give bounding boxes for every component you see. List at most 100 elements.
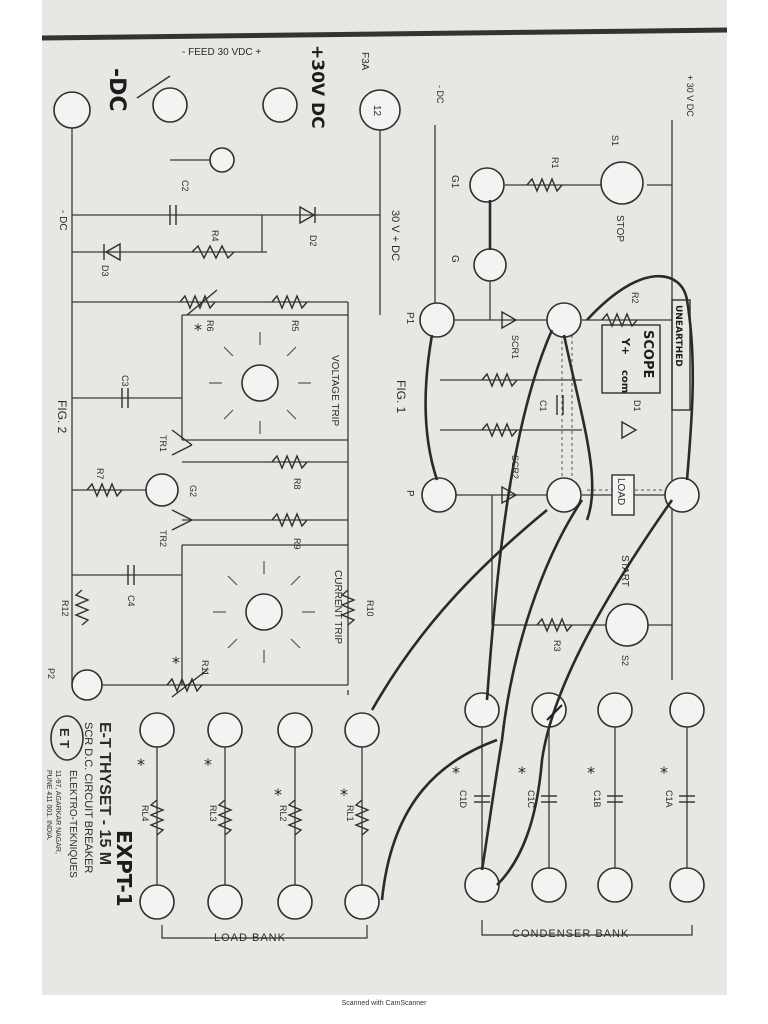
current-trip-knob[interactable] bbox=[213, 561, 315, 663]
company-address-2: PUNE 411 001. INDIA. bbox=[45, 770, 52, 841]
svg-text:*: * bbox=[340, 785, 348, 804]
condenser-terminal-c1a-top[interactable] bbox=[669, 692, 705, 728]
g1-label: G1 bbox=[449, 175, 460, 189]
terminal-scr2-anode[interactable] bbox=[546, 477, 582, 513]
diode-d1 bbox=[621, 420, 638, 440]
c1b-label: C1B bbox=[592, 790, 602, 808]
pot-r6 bbox=[179, 289, 218, 316]
terminal-neg-dc[interactable] bbox=[53, 91, 91, 129]
scr1-label: SCR1 bbox=[510, 335, 520, 359]
load-terminal-rl2-top[interactable] bbox=[277, 712, 313, 748]
neg-dc-hand-label: -DC bbox=[104, 68, 129, 112]
terminal-p[interactable] bbox=[421, 477, 457, 513]
c1d-label: C1D bbox=[458, 790, 468, 809]
stop-button[interactable] bbox=[600, 161, 644, 205]
start-button[interactable] bbox=[605, 603, 649, 647]
fig1-dashed-links bbox=[561, 335, 667, 491]
svg-text:*: * bbox=[194, 320, 202, 339]
c3-label: C3 bbox=[120, 375, 130, 387]
feed-label: - FEED 30 VDC + bbox=[182, 47, 261, 58]
load-terminal-rl4-top[interactable] bbox=[139, 712, 175, 748]
load-label: LOAD bbox=[615, 478, 626, 505]
company-name: ELEKTRO-TEKNIQUES bbox=[67, 770, 78, 878]
c2-label: C2 bbox=[180, 180, 190, 192]
scope-box bbox=[601, 324, 661, 394]
c1c-label: C1C bbox=[526, 790, 536, 809]
load-terminal-rl3-bottom[interactable] bbox=[207, 884, 243, 920]
condenser-bank-wiring bbox=[481, 725, 688, 870]
schematic-sheet: ** ** ** ** ** - FEED 30 VDC + -DC +30V … bbox=[42, 0, 727, 995]
scan-footer: Scanned with CamScanner bbox=[341, 1000, 427, 1007]
asterisk-markers: ** ** ** ** ** bbox=[137, 320, 668, 804]
terminal-g1[interactable] bbox=[469, 167, 505, 203]
load-terminal-rl4-bottom[interactable] bbox=[139, 884, 175, 920]
load-terminal-rl1-top[interactable] bbox=[344, 712, 380, 748]
svg-text:*: * bbox=[204, 755, 212, 774]
title-block: E T E-T THYSET - 15 M SCR D.C. CIRCUIT B… bbox=[45, 715, 136, 907]
p-label: P bbox=[404, 490, 415, 497]
svg-text:*: * bbox=[452, 763, 460, 782]
unearthed-label: UNEARTHED bbox=[673, 305, 683, 367]
terminal-g[interactable] bbox=[473, 248, 507, 282]
resistor-r5 bbox=[271, 294, 308, 310]
r1-label: R1 bbox=[550, 157, 560, 169]
fig2-label: FIG. 2 bbox=[55, 400, 69, 434]
switch-blade bbox=[136, 75, 171, 99]
condenser-terminal-c1c-top[interactable] bbox=[531, 692, 567, 728]
r5-label: R5 bbox=[290, 320, 300, 332]
svg-text:*: * bbox=[172, 653, 180, 672]
terminal-pos-30v[interactable] bbox=[262, 87, 298, 123]
et-logo bbox=[50, 715, 84, 761]
condenser-terminal-c1a-bottom[interactable] bbox=[669, 867, 705, 903]
r7-label: R7 bbox=[95, 468, 105, 480]
scr2-label: SCR2 bbox=[510, 455, 520, 479]
scr1 bbox=[501, 310, 518, 330]
condenser-terminal-c1b-bottom[interactable] bbox=[597, 867, 633, 903]
indicator-lamp bbox=[209, 147, 235, 173]
capacitor-c4 bbox=[127, 565, 135, 585]
svg-text:*: * bbox=[660, 763, 668, 782]
g-label: G bbox=[449, 255, 460, 263]
load-resistors bbox=[149, 799, 370, 836]
capacitor-c2 bbox=[169, 205, 177, 225]
load-terminal-rl1-bottom[interactable] bbox=[344, 884, 380, 920]
r10-label: R10 bbox=[365, 600, 375, 617]
current-trip-label: CURRENT TRIP bbox=[332, 570, 343, 644]
resistor-r7 bbox=[86, 482, 123, 498]
r6-label: R6 bbox=[205, 320, 215, 332]
load-bank-label: LOAD BANK bbox=[214, 932, 286, 944]
terminal-fuse-f3a[interactable] bbox=[359, 89, 401, 131]
terminal-g2[interactable] bbox=[145, 473, 179, 507]
load-box bbox=[611, 474, 635, 516]
fig1-label: FIG. 1 bbox=[394, 380, 408, 414]
resistor-scr2-snubber bbox=[481, 422, 518, 438]
model-title: E-T THYSET - 15 M bbox=[96, 722, 113, 865]
terminal-p2[interactable] bbox=[71, 669, 103, 701]
resistor-r9 bbox=[271, 512, 308, 528]
fuse-label: F3A bbox=[359, 52, 370, 71]
r4-label: R4 bbox=[210, 230, 220, 242]
condenser-capacitor-plates bbox=[474, 795, 695, 803]
rl4-label: RL4 bbox=[140, 805, 150, 822]
condenser-bank-label: CONDENSER BANK bbox=[512, 928, 629, 940]
resistor-r4 bbox=[191, 244, 235, 260]
svg-text:*: * bbox=[518, 763, 526, 782]
capacitor-c1 bbox=[556, 395, 564, 415]
tr2-label: TR2 bbox=[158, 530, 168, 547]
condenser-terminal-c1d-bottom[interactable] bbox=[464, 867, 500, 903]
terminal-p1[interactable] bbox=[419, 302, 455, 338]
load-terminal-rl2-bottom[interactable] bbox=[277, 884, 313, 920]
condenser-terminal-c1b-top[interactable] bbox=[597, 692, 633, 728]
condenser-terminal-c1d-top[interactable] bbox=[464, 692, 500, 728]
load-terminal-rl3-top[interactable] bbox=[207, 712, 243, 748]
condenser-terminal-c1c-bottom[interactable] bbox=[531, 867, 567, 903]
terminal-neg-dc-feed[interactable] bbox=[152, 87, 188, 123]
d3-label: D3 bbox=[100, 265, 110, 277]
fig2-neg-dc-label: - DC bbox=[57, 210, 68, 231]
terminal-supply-right[interactable] bbox=[664, 477, 700, 513]
transistor-tr2 bbox=[171, 509, 193, 531]
resistor-scr1-snubber bbox=[481, 372, 518, 388]
tr1-label: TR1 bbox=[158, 435, 168, 452]
voltage-trip-knob[interactable] bbox=[209, 332, 311, 434]
c4-label: C4 bbox=[126, 595, 136, 607]
